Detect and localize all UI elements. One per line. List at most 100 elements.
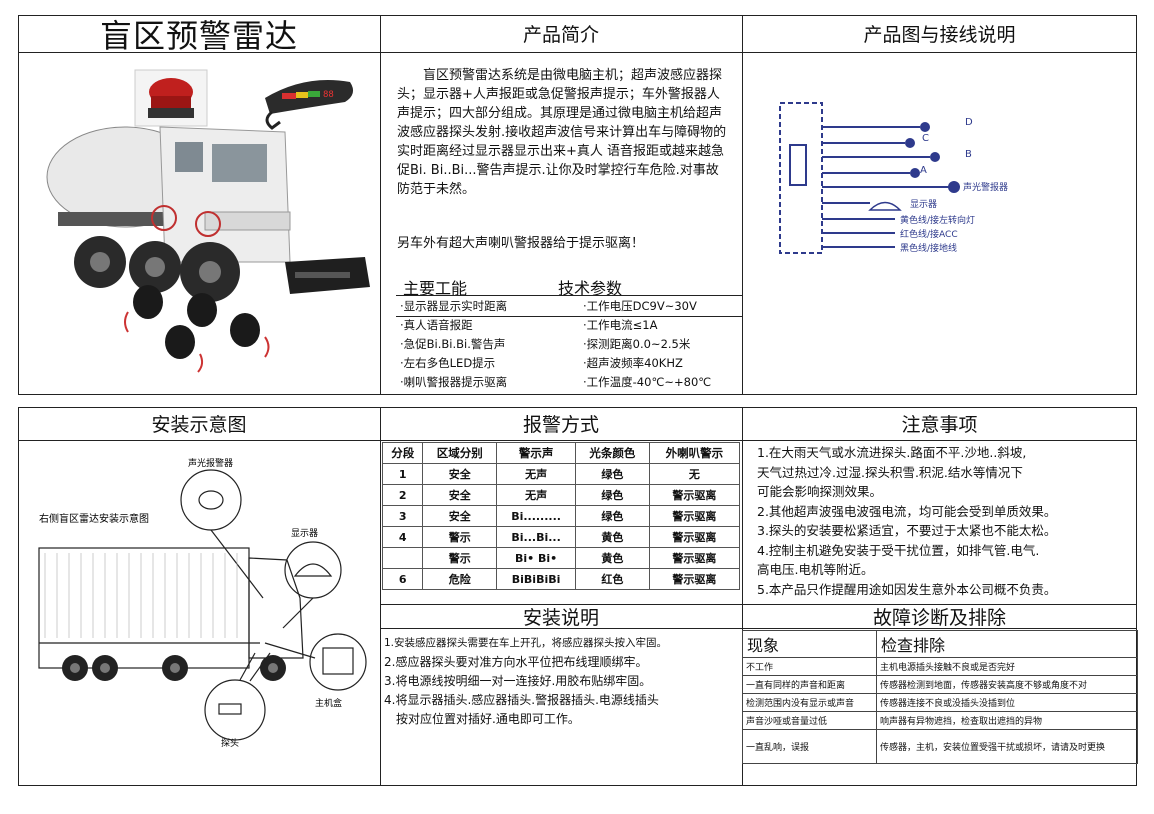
table-cell: 响声器有异物遮挡，检查取出遮挡的异物 — [876, 711, 1138, 730]
spec-item: ·工作温度-40℃~+80℃ — [583, 375, 712, 389]
top-col-divider-1 — [380, 15, 381, 395]
table-row: 一直乱响，误报 传感器，主机，安装位置受强干扰或损坏，请请及时更换 — [742, 729, 1138, 764]
install-step: 按对应位置对插好.通电即可工作。 — [396, 712, 580, 726]
table-cell: Bi...Bi... — [496, 526, 577, 548]
table-cell: 1 — [381, 463, 424, 485]
intro-header: 产品简介 — [522, 24, 599, 46]
install-step: 1.安装感应器探头需要在车上开孔，将感应器探头按入牢固。 — [384, 637, 668, 649]
table-cell: 黄色 — [575, 547, 650, 569]
bottom-col-divider-1 — [380, 407, 381, 786]
display-digits: 88 — [323, 90, 334, 100]
fault-col-header: 检查排除 — [876, 630, 1138, 658]
table-row: 警示 Bi• Bi• 黄色 警示驱离 — [381, 547, 741, 569]
install-diagram: 右侧盲区雷达安装示意图 声光报警器 显示器 主机盒 探头 — [38, 457, 367, 749]
table-cell: BiBiBiBi — [496, 568, 577, 590]
table-cell: 警示驱离 — [648, 505, 741, 527]
note-line: 天气过热过冷.过湿.探头积雪.积泥.结水等情况下 — [757, 464, 1023, 480]
note-line: 1.在大雨天气或水流进探头.路面不平.沙地..斜坡, — [757, 445, 1027, 460]
spec-item: ·工作电压DC9V~30V — [583, 299, 697, 313]
table-cell: 传感器，主机，安装位置受强干扰或损坏，请请及时更换 — [876, 729, 1138, 764]
spec-item: ·探测距离0.0~2.5米 — [583, 337, 691, 351]
note-line: 5.本产品只作提醒用途如因发生意外本公司概不负责。 — [757, 581, 1057, 597]
alarm-beacon-image — [134, 69, 208, 127]
wire-label-a: A — [920, 165, 927, 176]
note-line: 2.其他超声波强电波强电流，均可能会受到单质效果。 — [757, 503, 1057, 519]
mixer-truck-image — [46, 126, 291, 302]
specs-divider — [396, 295, 742, 296]
bottom-mid-divider — [380, 604, 1137, 605]
install-steps: 1.安装感应器探头需要在车上开孔，将感应器探头按入牢固。 2.感应器探头要对准方… — [384, 634, 738, 729]
alarm-col-header: 外喇叭警示 — [648, 442, 741, 464]
table-cell: 绿色 — [575, 463, 650, 485]
table-cell: 声音沙哑或音量过低 — [742, 711, 877, 730]
table-row: 1 安全 无声 绿色 无 — [381, 463, 741, 485]
wire-label-d: D — [965, 117, 973, 128]
function-item: ·显示器显示实时距离 — [400, 299, 508, 313]
alarm-col-header: 光条颜色 — [575, 442, 650, 464]
install-instructions-header: 安装说明 — [522, 606, 599, 629]
diagram-label-alarm: 声光报警器 — [188, 457, 233, 469]
table-cell: Bi• Bi• — [496, 547, 577, 569]
notes-list: 1.在大雨天气或水流进探头.路面不平.沙地..斜坡, 天气过热过冷.过湿.探头积… — [757, 443, 1129, 599]
bottom-panel — [18, 407, 1137, 786]
top-panel — [18, 15, 1137, 395]
functions-header: 主要工能 — [403, 279, 468, 298]
control-box-image — [285, 257, 370, 294]
wire-label-alarm: 声光警报器 — [963, 181, 1008, 193]
table-cell: 黄色 — [575, 526, 650, 548]
function-item: ·左右多色LED提示 — [400, 356, 496, 370]
install-step: 3.将电源线按明细一对一连接好.用胶布贴绑牢固。 — [384, 674, 652, 688]
alarm-col-header: 分段 — [381, 442, 424, 464]
alarm-mode-header: 报警方式 — [522, 414, 599, 436]
diagram-title: 右侧盲区雷达安装示意图 — [39, 512, 149, 525]
table-cell: 警示驱离 — [648, 568, 741, 590]
fault-table-header-row: 现象 检查排除 — [742, 630, 1138, 658]
note-line: 4.控制主机避免安装于受干扰位置，如排气管.电气. — [757, 542, 1040, 558]
table-cell: 安全 — [422, 505, 498, 527]
install-diagram-header: 安装示意图 — [151, 414, 247, 436]
product-photo: 88 — [46, 69, 370, 373]
fault-col-header: 现象 — [742, 630, 877, 658]
wire-label-c: C — [922, 133, 929, 144]
wiring-header: 产品图与接线说明 — [863, 24, 1016, 46]
table-cell: 6 — [381, 568, 424, 590]
table-cell: 一直乱响，误报 — [742, 729, 877, 764]
extra-note: 另车外有超大声喇叭警报器给于提示驱离！ — [397, 236, 645, 251]
table-row: 不工作 主机电源插头接触不良或是否完好 — [742, 657, 1138, 676]
wire-label-display: 显示器 — [910, 199, 937, 210]
table-cell: 无声 — [496, 484, 577, 506]
table-cell: 红色 — [575, 568, 650, 590]
alarm-col-header: 区域分别 — [422, 442, 498, 464]
table-cell: 传感器检测到地面，传感器安装高度不够或角度不对 — [876, 675, 1138, 694]
display-unit-image: 88 — [265, 80, 354, 130]
install-step: 2.感应器探头要对准方向水平位把布线理顺绑牢。 — [384, 655, 648, 669]
alarm-mode-table: 分段 区域分别 警示声 光条颜色 外喇叭警示 1 安全 无声 绿色 无 2 安全… — [381, 442, 741, 590]
install-step: 4.将显示器插头.感应器插头.警报器插头.电源线插头 — [384, 693, 659, 707]
diagram-label-probe: 探头 — [221, 737, 239, 749]
top-col-divider-2 — [742, 15, 743, 395]
fault-table: 现象 检查排除 不工作 主机电源插头接触不良或是否完好 一直有同样的声音和距离 … — [742, 630, 1138, 764]
table-row: 2 安全 无声 绿色 警示驱离 — [381, 484, 741, 506]
table-cell: 2 — [381, 484, 424, 506]
probe-sensors-image — [124, 285, 270, 373]
table-cell: 检测范围内没有显示或声音 — [742, 693, 877, 712]
table-cell: Bi......... — [496, 505, 577, 527]
wiring-diagram: D C B A 声光警报器 显示器 黄色线/接左转向灯 红色线/接ACC 黑色线… — [779, 102, 1008, 254]
table-cell: 警示驱离 — [648, 484, 741, 506]
specs-divider-2 — [396, 316, 742, 317]
bottom-mid-divider-2 — [380, 628, 1137, 629]
notes-header: 注意事项 — [901, 414, 978, 436]
wire-label-black: 黑色线/接地线 — [900, 242, 957, 254]
table-cell — [381, 547, 424, 569]
table-cell: 一直有同样的声音和距离 — [742, 675, 877, 694]
table-row: 一直有同样的声音和距离 传感器检测到地面，传感器安装高度不够或角度不对 — [742, 675, 1138, 694]
table-cell: 警示驱离 — [648, 526, 741, 548]
table-row: 4 警示 Bi...Bi... 黄色 警示驱离 — [381, 526, 741, 548]
bottom-header-divider — [18, 440, 1137, 441]
wire-label-b: B — [965, 149, 972, 160]
table-row: 6 危险 BiBiBiBi 红色 警示驱离 — [381, 568, 741, 590]
top-header-divider — [18, 52, 1137, 53]
table-cell: 传感器连接不良或没插头没插到位 — [876, 693, 1138, 712]
table-cell: 安全 — [422, 463, 498, 485]
wire-label-yellow: 黄色线/接左转向灯 — [900, 214, 975, 226]
